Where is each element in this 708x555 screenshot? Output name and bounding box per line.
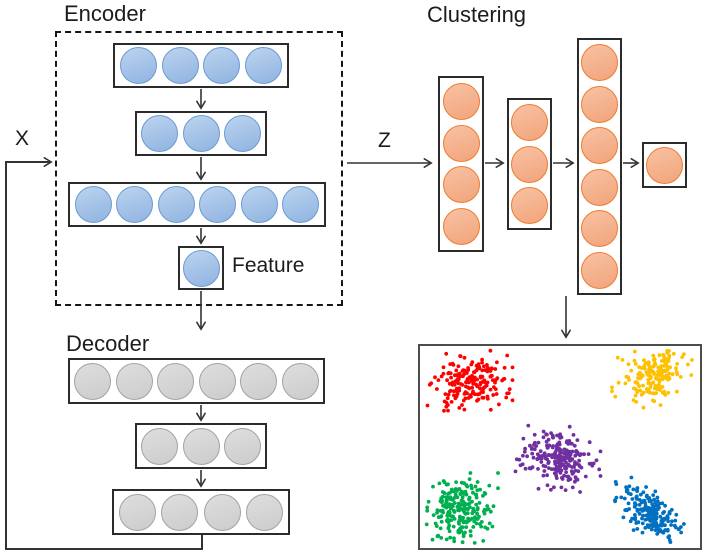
clustering-layer-3 bbox=[577, 38, 622, 295]
encoder-layer-3-neuron bbox=[157, 186, 195, 223]
decoder-layer-1-neuron bbox=[198, 362, 236, 400]
encoder-layer-1-neuron bbox=[161, 47, 199, 84]
clustering-layer-1 bbox=[438, 76, 484, 252]
encoder-layer-3-neuron bbox=[199, 186, 237, 223]
clustering-layer-4 bbox=[642, 142, 687, 188]
input-x-label: X bbox=[15, 127, 30, 150]
clustering-layer-3-neuron bbox=[581, 44, 618, 82]
cluster-scatter-plot bbox=[418, 344, 702, 550]
encoder-layer-2-neuron bbox=[223, 115, 261, 152]
decoder-layer-1-neuron bbox=[157, 362, 195, 400]
clustering-layer-1-neuron bbox=[442, 166, 480, 204]
clustering-layer-1-neuron bbox=[442, 208, 480, 246]
clustering-layer-2-neuron bbox=[511, 186, 548, 224]
feature-label: Feature bbox=[232, 254, 305, 277]
decoder-layer-2-neuron bbox=[141, 427, 179, 465]
clustering-title: Clustering bbox=[427, 2, 527, 27]
decoder-layer-2-neuron bbox=[223, 427, 261, 465]
encoder-layer-1 bbox=[113, 43, 289, 88]
encoder-layer-2-neuron bbox=[141, 115, 179, 152]
encoder-layer-1-neuron bbox=[245, 47, 283, 84]
clustering-layer-1-neuron bbox=[442, 82, 480, 120]
clustering-layer-1-neuron bbox=[442, 124, 480, 162]
clustering-layer-3-neuron bbox=[581, 127, 618, 165]
clustering-layer-2-neuron bbox=[511, 145, 548, 183]
decoder-layer-1-neuron bbox=[240, 362, 278, 400]
clustering-layer-3-neuron bbox=[581, 168, 618, 206]
clustering-layer-3-neuron bbox=[581, 85, 618, 123]
decoder-layer-2 bbox=[135, 423, 267, 469]
decoder-layer-3 bbox=[112, 489, 290, 535]
decoder-layer-3-neuron bbox=[245, 493, 283, 531]
decoder-layer-2-neuron bbox=[182, 427, 220, 465]
encoder-title: Encoder bbox=[64, 1, 146, 26]
feature-node-neuron bbox=[182, 249, 220, 287]
encoder-layer-2 bbox=[135, 111, 267, 156]
encoder-layer-1-neuron bbox=[119, 47, 157, 84]
decoder-layer-1-neuron bbox=[74, 362, 112, 400]
clustering-layer-3-neuron bbox=[581, 210, 618, 248]
decoder-layer-3-neuron bbox=[203, 493, 241, 531]
decoder-title: Decoder bbox=[66, 331, 150, 356]
decoder-layer-1-neuron bbox=[281, 362, 319, 400]
encoder-layer-3-neuron bbox=[116, 186, 154, 223]
encoder-layer-3 bbox=[68, 182, 326, 227]
encoder-layer-1-neuron bbox=[203, 47, 241, 84]
decoder-layer-1 bbox=[68, 358, 325, 404]
decoder-layer-3-neuron bbox=[119, 493, 157, 531]
decoder-layer-3-neuron bbox=[161, 493, 199, 531]
encoder-layer-3-neuron bbox=[240, 186, 278, 223]
clustering-layer-2 bbox=[507, 98, 552, 230]
decoder-layer-1-neuron bbox=[115, 362, 153, 400]
clustering-layer-3-neuron bbox=[581, 251, 618, 289]
clustering-layer-2-neuron bbox=[511, 104, 548, 142]
feature-node bbox=[178, 246, 224, 290]
encoder-layer-3-neuron bbox=[74, 186, 112, 223]
encoder-layer-3-neuron bbox=[282, 186, 320, 223]
latent-z-label: Z bbox=[378, 129, 391, 152]
encoder-layer-2-neuron bbox=[182, 115, 220, 152]
clustering-layer-4-neuron bbox=[646, 146, 683, 184]
